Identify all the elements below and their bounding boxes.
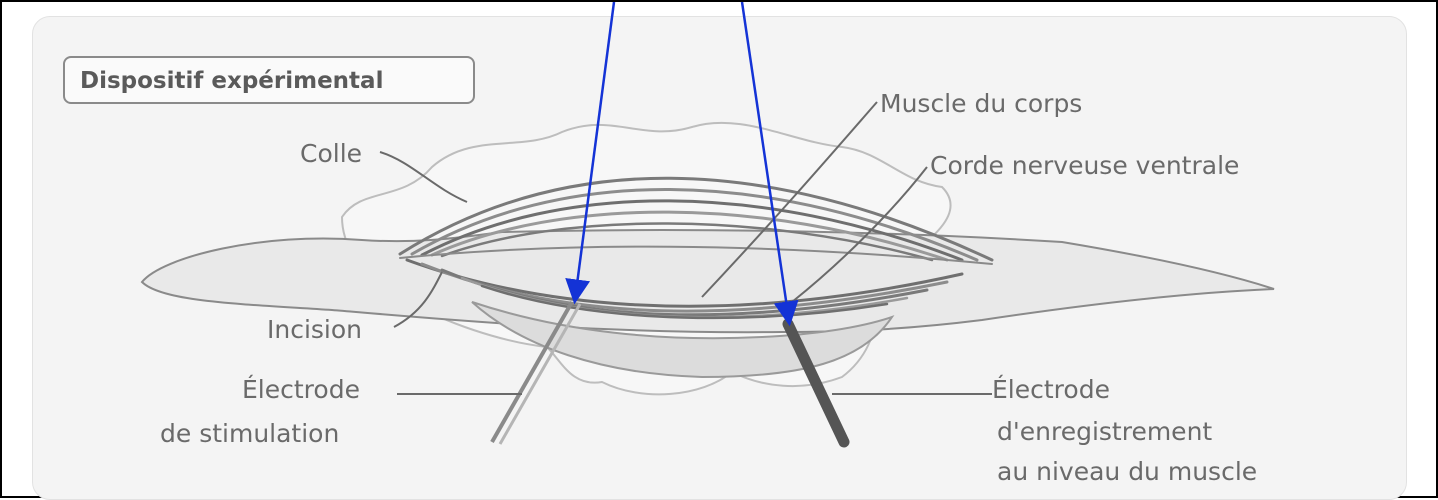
- label-muscle: Muscle du corps: [880, 89, 1082, 118]
- label-electrode-stimulation-1: Électrode: [242, 375, 360, 404]
- label-electrode-recording-2: d'enregistrement: [997, 417, 1212, 446]
- label-electrode-stimulation-2: de stimulation: [160, 419, 339, 448]
- label-corde-nerveuse: Corde nerveuse ventrale: [930, 151, 1239, 180]
- label-electrode-recording-1: Électrode: [992, 375, 1110, 404]
- label-colle: Colle: [300, 139, 362, 168]
- label-incision: Incision: [267, 315, 362, 344]
- label-electrode-recording-3: au niveau du muscle: [997, 457, 1257, 486]
- diagram-title: Dispositif expérimental: [80, 68, 383, 94]
- title-box: Dispositif expérimental: [64, 57, 474, 103]
